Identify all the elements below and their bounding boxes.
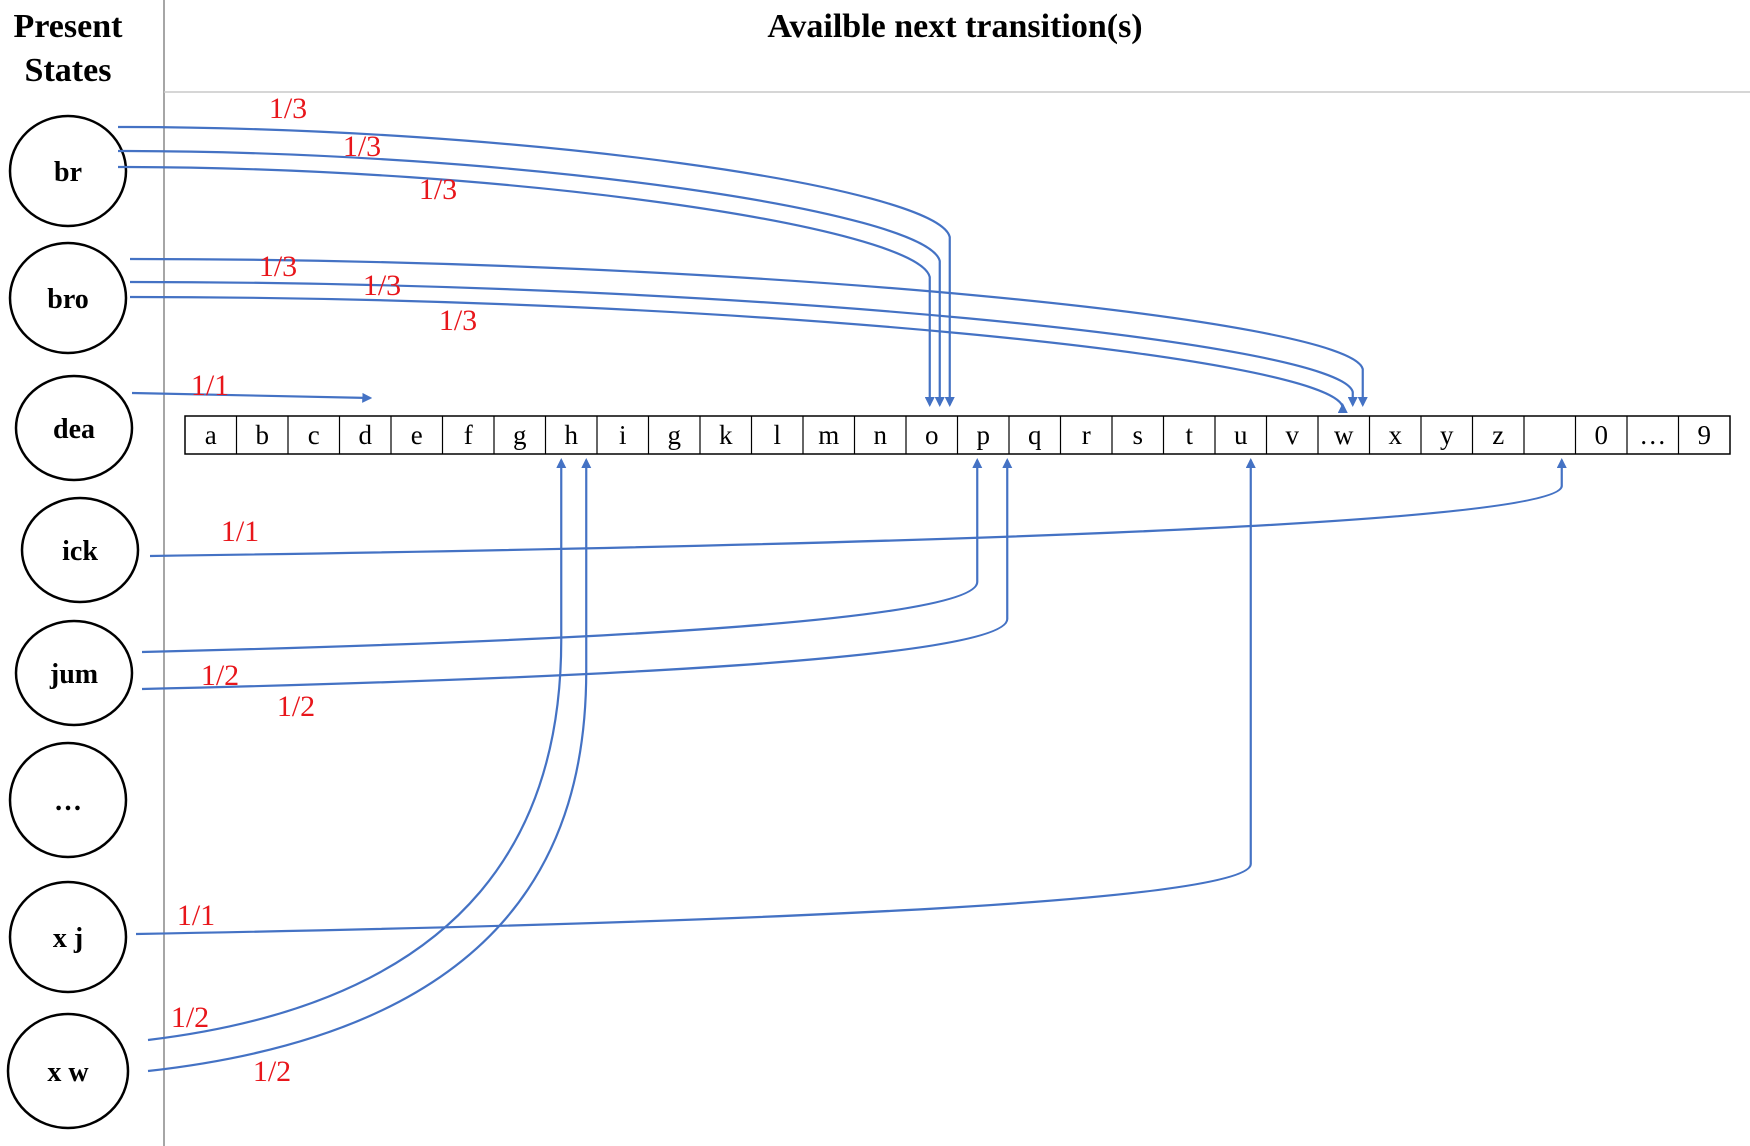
transition-probability-label: 1/3: [269, 92, 307, 125]
transition-arrow-ick-to-blank: [149, 458, 1567, 558]
transitions-header: Availble next transition(s): [767, 8, 1142, 45]
transition-arrow-bro-to-w: [129, 295, 1348, 413]
states-layer: br bro dea ick jum … x j x w: [6, 114, 140, 1130]
alphabet-cell-2: c: [308, 420, 320, 450]
present-states-header-line2: States: [25, 52, 112, 89]
alphabet-cell-17: r: [1082, 420, 1091, 450]
transition-arrow-xw-to-h: [147, 458, 567, 1042]
alphabet-tape: a b c d e f g h i g k l m n o p q r s t u v w x y z 0 … 9: [184, 415, 1731, 455]
state-node-ick: [20, 496, 140, 604]
transition-arrow-bro-to-w: [129, 280, 1358, 407]
transition-arrow-jum-to-p: [141, 458, 983, 654]
alphabet-cell-22: w: [1334, 420, 1354, 450]
transition-arrow-dea-to-d: [131, 391, 373, 403]
state-label-dea: dea: [53, 414, 95, 445]
present-states-header-line1: Present: [14, 8, 124, 45]
transition-probability-label: 1/2: [253, 1055, 291, 1088]
alphabet-cell-7: h: [565, 420, 579, 450]
alphabet-cell-14: o: [925, 420, 939, 450]
transition-arrow-xj-to-u: [135, 458, 1256, 936]
alphabet-cell-8: i: [619, 420, 627, 450]
alphabet-cell-29: 9: [1698, 420, 1712, 450]
transition-arrows: [117, 125, 1567, 1073]
state-label-xj: x j: [53, 923, 83, 954]
alphabet-cell-18: s: [1132, 420, 1143, 450]
transition-probability-label: 1/3: [259, 250, 297, 283]
alphabet-cell-10: k: [719, 420, 733, 450]
state-label-xw: x w: [47, 1057, 89, 1088]
transition-probability-label: 1/2: [201, 659, 239, 692]
state-node-xw: [6, 1012, 130, 1130]
state-label-jum: jum: [49, 659, 98, 690]
state-label-ick: ick: [62, 536, 98, 567]
alphabet-cell-21: v: [1286, 420, 1300, 450]
transition-arrow-xw-to-h: [147, 458, 592, 1073]
state-node-ellipsis: [8, 741, 128, 859]
alphabet-cell-20: u: [1234, 420, 1248, 450]
alphabet-cell-0: a: [205, 420, 217, 450]
transition-arrow-jum-to-p: [141, 458, 1013, 691]
transition-probability-label: 1/3: [343, 130, 381, 163]
alphabet-cell-27: 0: [1595, 420, 1609, 450]
alphabet-cell-6: g: [513, 420, 527, 450]
alphabet-cell-15: p: [977, 420, 991, 450]
alphabet-cell-25: z: [1492, 420, 1504, 450]
transition-arrow-br-to-o: [117, 165, 935, 407]
transition-probabilities: 1/3 1/3 1/3 1/3 1/3 1/3 1/1 1/1 1/2 1/2 1/1 1/2 1/2: [171, 92, 477, 1088]
transition-probability-label: 1/3: [419, 173, 457, 206]
transition-probability-label: 1/1: [191, 369, 229, 402]
state-node-jum: [14, 619, 134, 727]
alphabet-cell-5: f: [464, 420, 473, 450]
state-node-xj: [8, 880, 128, 994]
transition-probability-label: 1/1: [221, 515, 259, 548]
alphabet-cell-24: y: [1440, 420, 1454, 450]
alphabet-cell-23: x: [1389, 420, 1403, 450]
transition-probability-label: 1/1: [177, 899, 215, 932]
state-node-dea: [14, 374, 134, 482]
alphabet-cell-11: l: [773, 420, 781, 450]
alphabet-cell-1: b: [256, 420, 270, 450]
transition-probability-label: 1/2: [171, 1001, 209, 1034]
transition-probability-label: 1/2: [277, 690, 315, 723]
state-node-bro: [8, 241, 128, 355]
alphabet-cell-13: n: [874, 420, 888, 450]
state-node-br: [8, 114, 128, 228]
transition-probability-label: 1/3: [439, 304, 477, 337]
transition-arrow-br-to-o: [117, 149, 945, 407]
state-label-ellipsis: …: [54, 786, 82, 817]
alphabet-cell-19: t: [1185, 420, 1193, 450]
transition-arrow-br-to-o: [117, 125, 955, 407]
state-label-br: br: [54, 157, 82, 188]
alphabet-cell-3: d: [359, 420, 373, 450]
transition-probability-label: 1/3: [363, 269, 401, 302]
alphabet-cell-4: e: [411, 420, 423, 450]
alphabet-cell-16: q: [1028, 420, 1042, 450]
transition-arrow-bro-to-w: [129, 257, 1368, 407]
alphabet-cell-28: …: [1639, 420, 1666, 450]
alphabet-cell-12: m: [818, 420, 839, 450]
state-label-bro: bro: [47, 284, 89, 315]
alphabet-cell-9: g: [668, 420, 682, 450]
